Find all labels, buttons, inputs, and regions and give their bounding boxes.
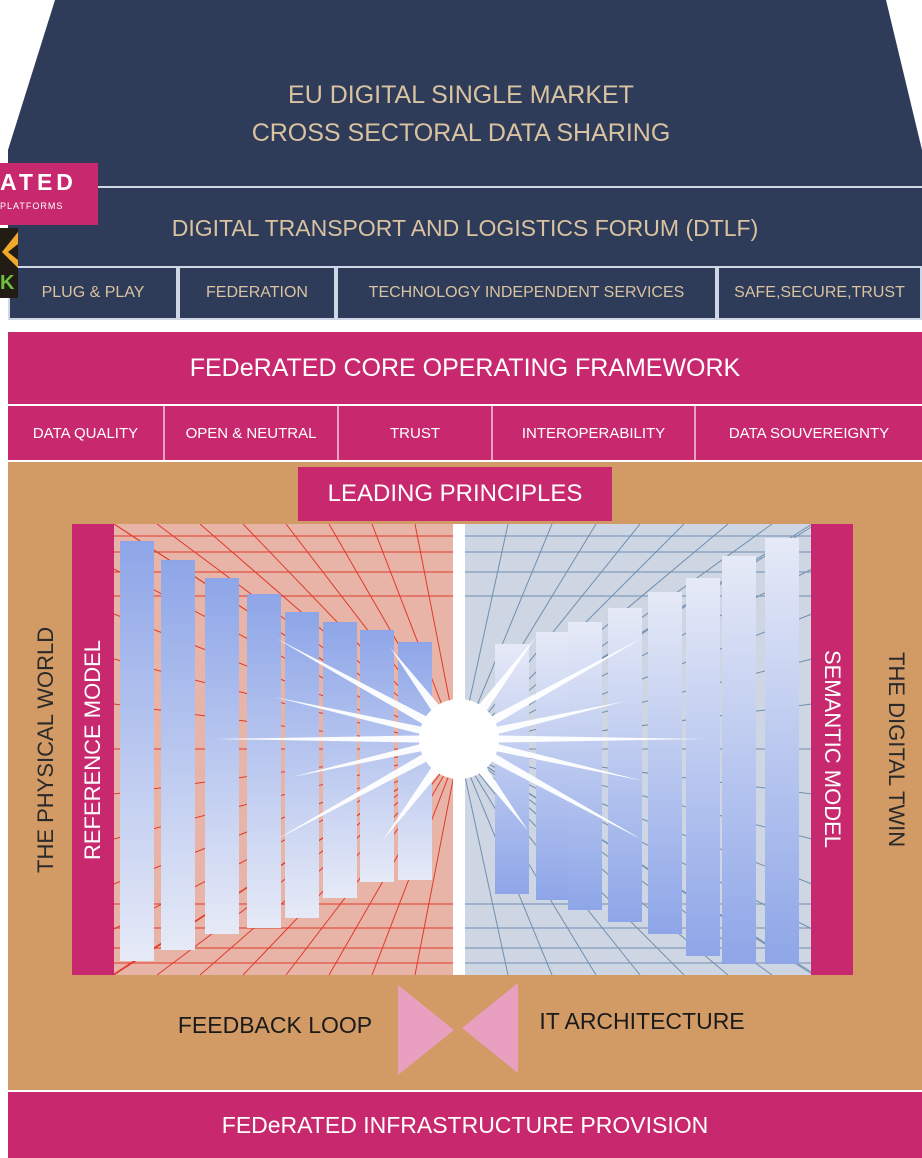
tunnel-bar [722, 556, 756, 964]
dtlf-cell-plug-play: PLUG & PLAY [8, 266, 178, 320]
logo-text: ATED [0, 169, 77, 195]
triangle-right-icon [398, 985, 454, 1075]
tunnel-bar [765, 538, 799, 964]
roof-title-line1: EU DIGITAL SINGLE MARKET [288, 81, 634, 109]
federated-logo: ATED PLATFORMS [0, 163, 98, 225]
tunnel-bar [205, 578, 239, 934]
principle-open-neutral: OPEN & NEUTRAL [163, 406, 337, 460]
dtlf-cell-safe-secure-trust: SAFE,SECURE,TRUST [717, 266, 922, 320]
tunnel-bar [608, 608, 642, 922]
it-architecture-label: IT ARCHITECTURE [539, 1008, 745, 1034]
partner-logo: K [0, 228, 18, 298]
tunnel-bar [536, 632, 570, 900]
digital-twin-label: THE DIGITAL TWIN [884, 651, 909, 848]
tunnel-bar [161, 560, 195, 950]
chevron-left-icon [2, 232, 18, 268]
dtlf-cell-technology-independent-services: TECHNOLOGY INDEPENDENT SERVICES [336, 266, 717, 320]
principle-data-souvereignty: DATA SOUVEREIGNTY [694, 406, 922, 460]
starburst-icon [214, 604, 704, 874]
triangle-left-icon [462, 983, 518, 1073]
leading-principles: LEADING PRINCIPLES [298, 467, 612, 521]
roof [8, 0, 922, 186]
roof-title: EU DIGITAL SINGLE MARKET CROSS SECTORAL … [200, 76, 722, 152]
tunnel-bar [648, 592, 682, 934]
tunnel-bar [323, 622, 357, 898]
feedback-loop-label: FEEDBACK LOOP [177, 1012, 373, 1038]
tunnel-bar [285, 612, 319, 918]
dtlf-title: DIGITAL TRANSPORT AND LOGISTICS FORUM (D… [8, 186, 922, 268]
tunnel-bar [247, 594, 281, 928]
roof-title-line2: CROSS SECTORAL DATA SHARING [251, 119, 671, 147]
tunnel-bar [120, 541, 154, 961]
tunnel-bar [686, 578, 720, 956]
partner-logo-letter: K [0, 272, 15, 294]
physical-world-label: THE PHYSICAL WORLD [33, 626, 58, 873]
core-framework-title: FEDeRATED CORE OPERATING FRAMEWORK [8, 332, 922, 404]
infrastructure-provision: FEDeRATED INFRASTRUCTURE PROVISION [8, 1092, 922, 1158]
principle-interoperability: INTEROPERABILITY [491, 406, 694, 460]
principle-trust: TRUST [337, 406, 491, 460]
dtlf-cell-federation: FEDERATION [178, 266, 336, 320]
principle-data-quality: DATA QUALITY [8, 406, 163, 460]
semantic-model-label: SEMANTIC MODEL [811, 524, 853, 975]
logo-subtext: PLATFORMS [0, 201, 64, 211]
data-tunnel-visual [113, 524, 817, 975]
reference-model-label: REFERENCE MODEL [72, 524, 114, 975]
